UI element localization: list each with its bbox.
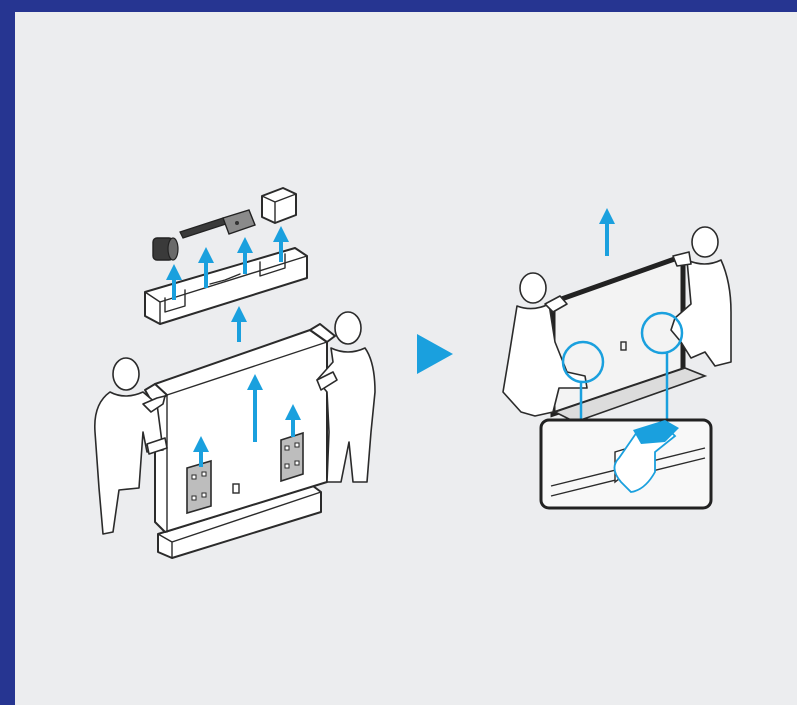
accessory-cylinder [153,238,178,260]
detail-callout [541,420,711,508]
instruction-panel [15,12,797,705]
accessory-bar [180,218,226,238]
accessory-bracket [223,210,255,234]
mount-plate-right [281,433,303,481]
accessory-box [262,188,296,223]
play-arrow-icon [417,334,453,374]
step-2-illustration [503,216,731,508]
mount-plate-left [187,461,211,513]
unpacking-diagram [15,12,797,705]
step-1-illustration [95,188,375,558]
